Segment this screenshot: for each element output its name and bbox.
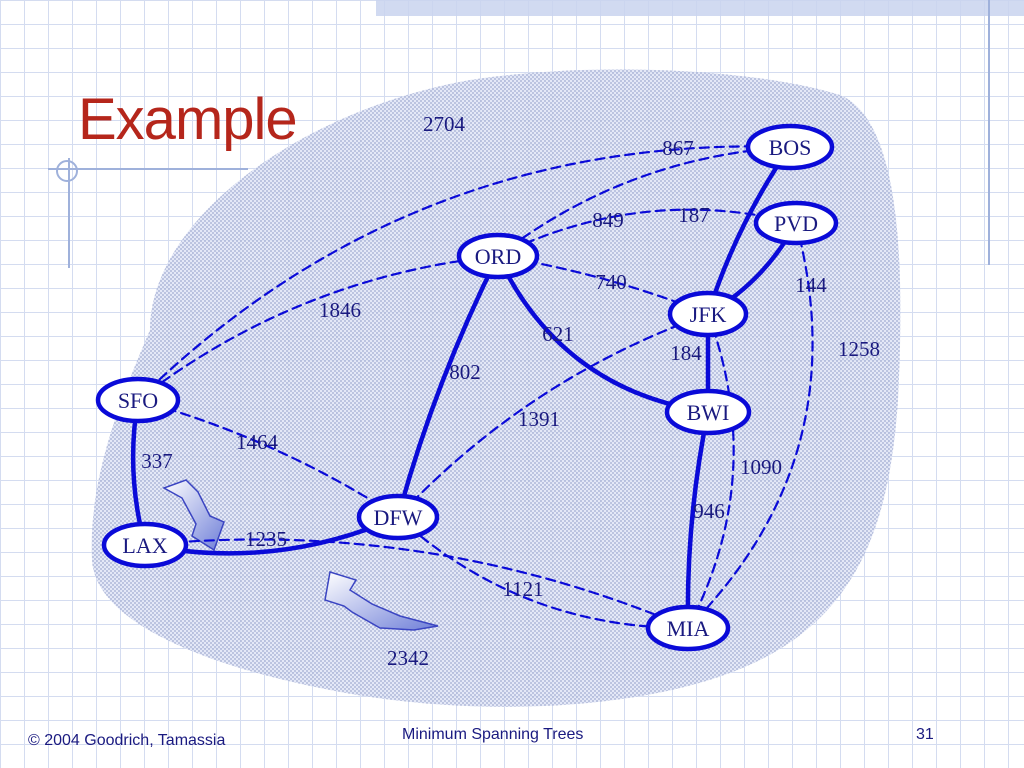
arrow-lax-sfo: [162, 479, 225, 552]
node-label-bos: BOS: [769, 135, 812, 160]
weights-layer: 2704 867 849 187 144 740 1846 621 184 1258 802 1391…: [141, 112, 880, 670]
edge-weight-bos-jfk: 187: [678, 203, 710, 227]
node-shape-jfk: [667, 290, 749, 338]
nodes-layer: BOS PVD ORD JFK SFO BWI DFW LAX MIA: [95, 123, 839, 652]
right-rule: [988, 0, 990, 265]
node-ord: ORD: [456, 232, 540, 280]
node-bos: BOS: [745, 123, 835, 171]
edge-weight-ord-dfw: 802: [449, 360, 481, 384]
edge-weight-dfw-mia: 1121: [502, 577, 543, 601]
node-sfo: SFO: [95, 376, 181, 424]
node-label-jfk: JFK: [690, 302, 727, 327]
edge-ord-dfw: [395, 253, 501, 520]
edge-lax-mia: [143, 538, 690, 630]
page-title: Example: [78, 87, 298, 152]
edge-ord-pvd: [496, 208, 798, 258]
edge-weight-lax-dfw: 1235: [245, 527, 287, 551]
edge-bwi-mia: [685, 409, 711, 631]
footer-copyright: © 2004 Goodrich, Tamassia: [28, 732, 226, 749]
page-number: 31: [916, 726, 934, 743]
node-label-bwi: BWI: [687, 400, 730, 425]
node-shape-lax: [101, 521, 189, 569]
node-mia: MIA: [645, 604, 731, 652]
node-label-mia: MIA: [667, 616, 710, 641]
edge-sfo-ord: [136, 254, 500, 402]
node-shape-bos: [745, 123, 835, 171]
edge-weight-ord-pvd: 849: [592, 208, 624, 232]
node-label-pvd: PVD: [774, 211, 818, 236]
edge-sfo-bos: [136, 145, 792, 402]
node-shape-mia: [645, 604, 731, 652]
edge-weight-bwi-mia: 946: [693, 499, 725, 523]
edge-weight-jfk-mia: 1090: [740, 455, 782, 479]
edge-jfk-mia: [686, 312, 735, 630]
footer-title: Minimum Spanning Trees: [402, 726, 584, 743]
arrow-dfw-lax: [324, 571, 439, 631]
node-shape-bwi: [664, 388, 752, 436]
node-dfw: DFW: [356, 493, 440, 541]
node-bwi: BWI: [664, 388, 752, 436]
edge-weight-ord-bos: 867: [662, 136, 694, 160]
edge-weight-sfo-bos: 2704: [423, 112, 466, 136]
node-shape-pvd: [753, 200, 839, 246]
edge-weight-sfo-ord: 1846: [319, 298, 361, 322]
edge-dfw-mia: [396, 515, 690, 630]
edge-jfk-dfw: [396, 312, 710, 519]
edge-weight-ord-jfk: 740: [595, 270, 627, 294]
edge-weight-sfo-dfw: 1464: [236, 430, 279, 454]
node-pvd: PVD: [753, 200, 839, 246]
title-rule-vertical: [68, 158, 70, 268]
node-shape-ord: [456, 232, 540, 280]
title-rule: [48, 168, 248, 170]
edge-weight-jfk-bwi: 184: [670, 341, 702, 365]
node-shape-dfw: [356, 493, 440, 541]
edge-weight-ord-bwi: 621: [542, 322, 574, 346]
node-lax: LAX: [101, 521, 189, 569]
edge-weight-pvd-jfk: 144: [795, 273, 827, 297]
title-circle: [56, 160, 78, 182]
node-label-ord: ORD: [475, 244, 521, 269]
node-label-sfo: SFO: [118, 388, 158, 413]
node-label-lax: LAX: [122, 533, 167, 558]
edge-ord-jfk: [496, 254, 710, 316]
top-band: [376, 0, 1024, 16]
edge-weight-lax-mia: 2342: [387, 646, 429, 670]
node-label-dfw: DFW: [374, 505, 423, 530]
node-shape-sfo: [95, 376, 181, 424]
edge-weight-sfo-lax: 337: [141, 449, 173, 473]
node-jfk: JFK: [667, 290, 749, 338]
edge-weight-pvd-mia: 1258: [838, 337, 880, 361]
edge-pvd-mia: [686, 221, 814, 630]
edge-weight-jfk-dfw: 1391: [518, 407, 560, 431]
